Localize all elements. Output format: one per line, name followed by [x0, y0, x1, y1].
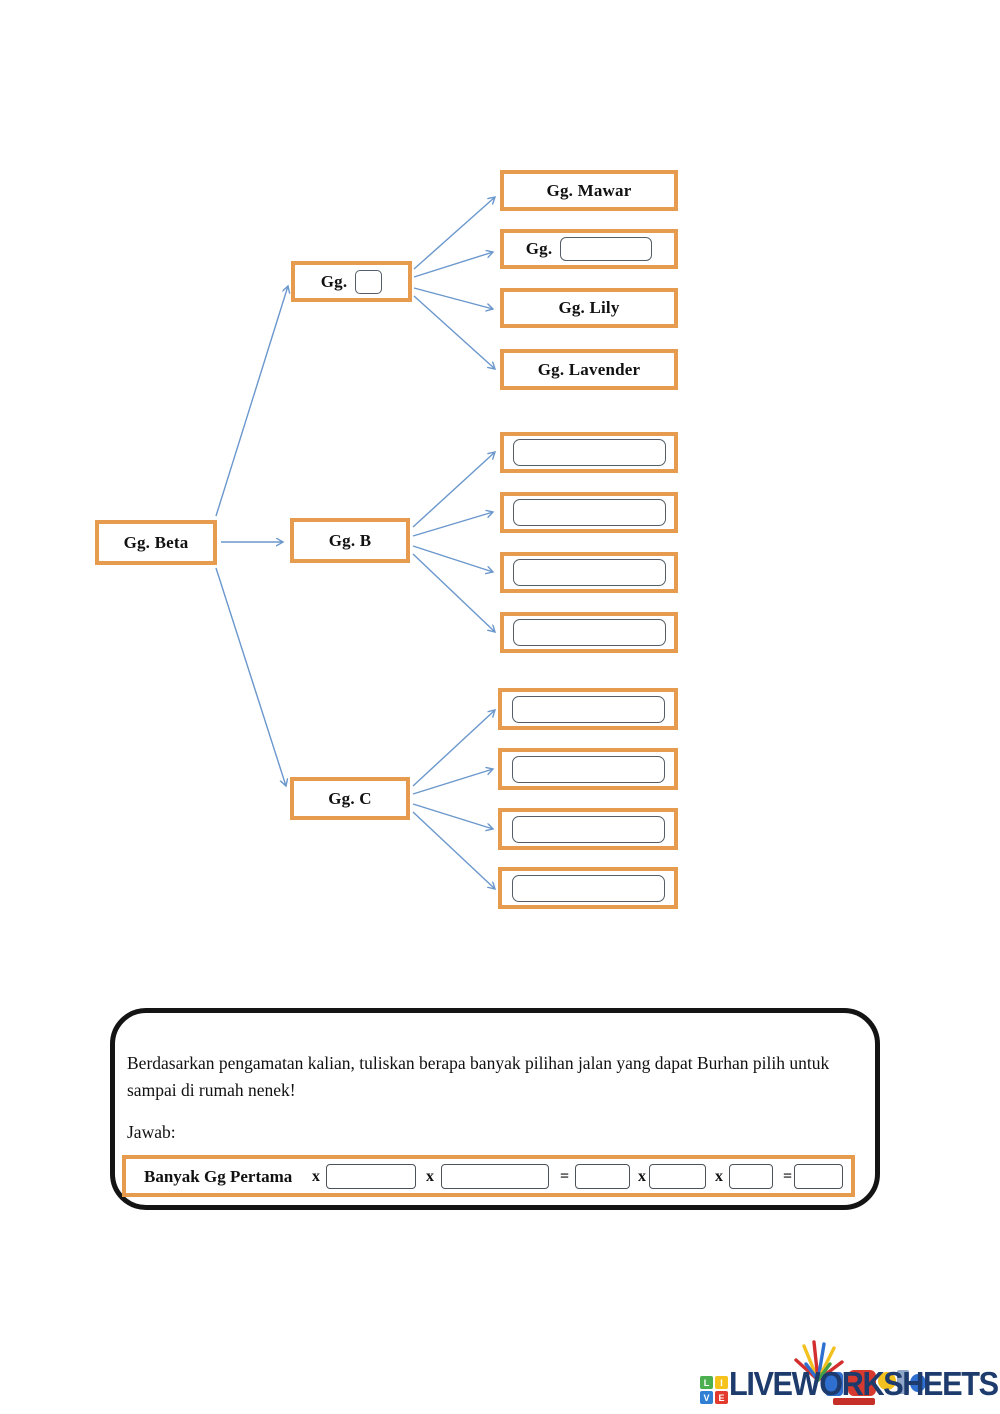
live-tiles-icon: L I V E	[700, 1376, 729, 1405]
leaf-b3-input[interactable]	[512, 559, 666, 586]
formula-input-6[interactable]	[794, 1164, 843, 1189]
leaf-b2-input[interactable]	[512, 499, 666, 526]
node-branch-c-label: Gg. C	[328, 788, 372, 808]
operator-1: x	[312, 1168, 320, 1185]
leaf-c2-input[interactable]	[511, 755, 665, 783]
formula-lead-label: Banyak Gg Pertama	[144, 1167, 293, 1186]
node-branch-a: Gg.	[291, 261, 412, 302]
tile-v: V	[700, 1391, 713, 1404]
leaf-a2-input[interactable]	[560, 237, 653, 261]
watermark-shape	[910, 1374, 926, 1392]
leaf-c4	[498, 867, 678, 909]
watermark-shape	[897, 1370, 909, 1394]
node-branch-c: Gg. C	[290, 777, 410, 820]
leaf-a3: Gg. Lily	[500, 288, 678, 328]
leaf-a2-label: Gg.	[525, 239, 553, 258]
formula-box: Banyak Gg Pertama x x = x x =	[122, 1155, 855, 1197]
formula-input-5[interactable]	[729, 1164, 773, 1189]
branch-a-name-input[interactable]	[355, 269, 383, 294]
operator-2: x	[426, 1168, 434, 1185]
leaf-b4-input[interactable]	[512, 619, 666, 646]
leaf-b1-input[interactable]	[512, 439, 666, 466]
leaf-a2: Gg.	[500, 229, 678, 269]
leaf-a4: Gg. Lavender	[500, 349, 678, 390]
leaf-c1-input[interactable]	[511, 695, 665, 723]
watermark-shape	[848, 1370, 876, 1396]
leaf-a1: Gg. Mawar	[500, 170, 678, 211]
watermark-shape	[825, 1372, 843, 1396]
formula-input-1[interactable]	[326, 1164, 416, 1189]
leaf-b2	[500, 492, 678, 533]
node-root-label: Gg. Beta	[123, 532, 189, 552]
operator-5: x	[715, 1168, 723, 1185]
node-branch-b-label: Gg. B	[328, 530, 372, 550]
answer-label: Jawab:	[127, 1122, 176, 1142]
leaf-c3-input[interactable]	[511, 815, 665, 843]
formula-input-2[interactable]	[441, 1164, 549, 1189]
liveworksheets-logo: L I V E LIVEWORKSHEETS	[698, 1338, 999, 1410]
logo-wordmark: LIVEWORKSHEETS	[729, 1365, 999, 1402]
leaf-b3	[500, 552, 678, 593]
watermark-shape	[833, 1398, 875, 1405]
leaf-c4-input[interactable]	[511, 874, 665, 902]
leaf-c2	[498, 748, 678, 790]
leaf-b1	[500, 432, 678, 473]
tile-i: I	[715, 1376, 728, 1389]
starburst-icon	[794, 1340, 844, 1382]
leaf-a4-label: Gg. Lavender	[537, 359, 641, 379]
operator-4: x	[638, 1168, 646, 1185]
leaf-c3	[498, 808, 678, 850]
operator-3: =	[560, 1168, 570, 1185]
node-branch-b: Gg. B	[290, 518, 410, 563]
tile-l: L	[700, 1376, 713, 1389]
node-branch-a-label: Gg.	[320, 271, 348, 291]
tile-e: E	[715, 1391, 728, 1404]
node-root: Gg. Beta	[95, 520, 217, 565]
leaf-a3-label: Gg. Lily	[558, 298, 620, 317]
formula-input-4[interactable]	[649, 1164, 706, 1189]
leaf-c1	[498, 688, 678, 730]
operator-6: =	[783, 1168, 793, 1185]
leaf-b4	[500, 612, 678, 653]
watermark-shape	[878, 1372, 896, 1390]
formula-input-3[interactable]	[575, 1164, 630, 1189]
leaf-a1-label: Gg. Mawar	[546, 180, 632, 200]
question-text: Berdasarkan pengamatan kalian, tuliskan …	[127, 1053, 830, 1100]
